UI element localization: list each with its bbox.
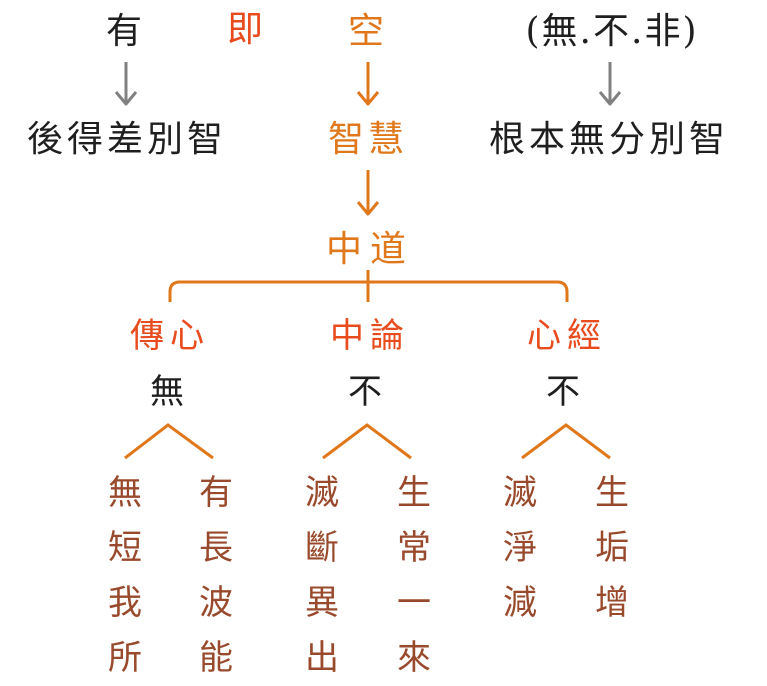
pair-right-cell: 生	[397, 473, 431, 513]
arrow-kong-to-center	[356, 62, 380, 106]
negation-label: (無.不.非)	[525, 11, 699, 52]
pair-right-cell: 長	[199, 528, 233, 568]
pair-right-cell: 生	[595, 473, 629, 513]
arrow-you-to-left	[114, 62, 138, 106]
kong-label: 空	[347, 11, 389, 52]
pair-right-cell: 常	[397, 528, 431, 568]
pair-left-cell: 淨	[503, 528, 537, 568]
subsequent-wisdom-label: 後得差別智	[26, 119, 228, 160]
branch-key: 不	[546, 372, 586, 412]
chevron-branch-1	[124, 423, 214, 460]
pair-left-cell: 無	[108, 473, 142, 513]
pair-left-cell: 我	[108, 583, 142, 623]
pair-right-cell: 增	[595, 583, 629, 623]
branch-title: 傳心	[130, 316, 210, 356]
branch-title: 心經	[527, 316, 607, 356]
pair-right-cell: 有	[199, 473, 233, 513]
chevron-branch-3	[521, 423, 611, 460]
arrow-negation-to-right	[598, 62, 622, 106]
you-label: 有	[105, 11, 147, 52]
ji-label: 即	[226, 9, 268, 50]
branch-key: 不	[348, 372, 388, 412]
pair-right-cell: 垢	[595, 528, 629, 568]
arrow-center-to-middle-way	[356, 170, 380, 216]
pair-left-cell: 滅	[305, 473, 339, 513]
pair-right-cell: 波	[199, 583, 233, 623]
pair-right-cell: 來	[397, 638, 431, 678]
wisdom-label: 智慧	[327, 119, 409, 160]
branch-key: 無	[150, 372, 190, 412]
pair-right-cell: 能	[199, 638, 233, 678]
pair-right-cell: 一	[397, 583, 431, 623]
fundamental-wisdom-label: 根本無分別智	[488, 119, 730, 160]
chevron-branch-2	[322, 423, 412, 460]
branch-title: 中論	[330, 316, 410, 356]
pair-left-cell: 減	[503, 583, 537, 623]
pair-left-cell: 滅	[503, 473, 537, 513]
pair-left-cell: 出	[305, 638, 339, 678]
pair-left-cell: 所	[108, 638, 142, 678]
pair-left-cell: 異	[305, 583, 339, 623]
pair-left-cell: 斷	[305, 528, 339, 568]
middle-way-label: 中道	[325, 229, 415, 270]
pair-left-cell: 短	[108, 528, 142, 568]
